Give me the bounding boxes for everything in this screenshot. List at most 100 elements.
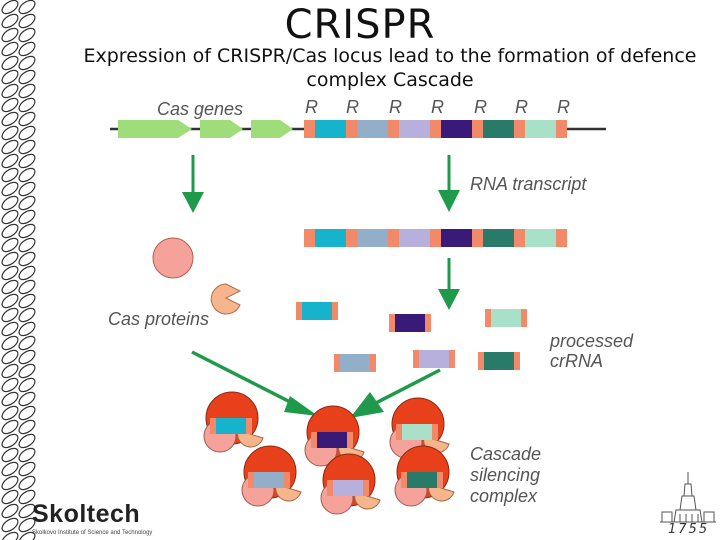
rope-link (18, 335, 36, 351)
spacer-segment (357, 229, 388, 247)
repeat-segment (388, 120, 399, 138)
processed-crrna-pieces (296, 302, 527, 372)
rope-link (18, 181, 36, 197)
rope-link (1, 531, 19, 540)
repeat-segment (346, 120, 357, 138)
crrna-repeat-end (514, 352, 520, 370)
crrna-repeat-end (485, 309, 491, 327)
cascade-crrna-end (311, 432, 317, 448)
cascade-crrna (407, 472, 437, 488)
rope-link (1, 489, 19, 505)
assembly-arrow-right-icon (350, 368, 441, 418)
rope-link (1, 237, 19, 253)
rope-link (18, 433, 36, 449)
rope-link (1, 0, 19, 15)
cascade-crrna-end (363, 480, 369, 496)
rope-link (1, 419, 19, 435)
rope-link (1, 167, 19, 183)
cas-genes-label: Cas genes (157, 99, 243, 119)
rope-link (1, 97, 19, 113)
cascade-crrna (216, 418, 246, 434)
cascade-complex (203, 391, 264, 453)
crrna-repeat-end (332, 302, 338, 320)
repeat-segment (556, 120, 567, 138)
rope-link (1, 293, 19, 309)
repeat-label: R (515, 97, 528, 117)
cascade-crrna (333, 480, 363, 496)
cas-proteins-label: Cas proteins (108, 309, 209, 329)
rope-link (18, 517, 36, 533)
rope-link (18, 307, 36, 323)
processed-crrna-label-1: processed (549, 331, 634, 351)
rope-link (1, 391, 19, 407)
repeat-segment (430, 120, 441, 138)
rope-link (1, 503, 19, 519)
rope-link (18, 237, 36, 253)
crrna-spacer (340, 354, 370, 372)
spacer-segment (399, 229, 430, 247)
decorative-border (1, 0, 36, 540)
rope-link (18, 0, 36, 15)
cascade-complexes (203, 391, 455, 515)
cascade-crrna-end (246, 418, 252, 434)
cascade-complex (304, 405, 365, 467)
rope-link (1, 139, 19, 155)
repeat-label: R (474, 97, 487, 117)
cas-protein-circle (152, 237, 194, 279)
rope-link (18, 195, 36, 211)
rope-link (18, 321, 36, 337)
rope-link (18, 363, 36, 379)
repeat-label: R (557, 97, 570, 117)
spacer-segment (525, 229, 556, 247)
rope-link (18, 55, 36, 71)
crrna-repeat-end (413, 350, 419, 368)
repeat-segment (472, 229, 483, 247)
crrna-repeat-end (449, 350, 455, 368)
rope-link (1, 209, 19, 225)
rope-link (18, 349, 36, 365)
cascade-crrna-end (396, 424, 402, 440)
rope-link (1, 125, 19, 141)
rope-link (18, 125, 36, 141)
rope-link (18, 447, 36, 463)
crrna-repeat-end (425, 314, 431, 332)
rope-link (1, 335, 19, 351)
logo-year: 1755 (668, 522, 710, 537)
rope-link (18, 503, 36, 519)
rope-link (18, 251, 36, 267)
spacer-segment (483, 229, 514, 247)
rope-link (1, 13, 19, 29)
rna-transcript-label: RNA transcript (470, 174, 587, 194)
crrna-repeat-end (296, 302, 302, 320)
rope-link (18, 139, 36, 155)
spacer-segment (315, 229, 346, 247)
rope-link (18, 265, 36, 281)
rope-link (1, 223, 19, 239)
cascade-crrna-end (401, 472, 407, 488)
rope-link (1, 111, 19, 127)
rope-link (1, 447, 19, 463)
crrna-repeat-end (521, 309, 527, 327)
cascade-crrna (317, 432, 347, 448)
rope-link (18, 13, 36, 29)
rope-link (1, 363, 19, 379)
spacer-segment (357, 120, 388, 138)
logo-tagline: Skolkovo Institute of Science and Techno… (32, 530, 153, 536)
cascade-crrna-end (284, 472, 290, 488)
cascade-complex (241, 445, 302, 507)
rope-link (18, 405, 36, 421)
spacer-segment (441, 229, 472, 247)
cas-gene-2 (200, 120, 243, 138)
rope-link (18, 27, 36, 43)
rope-link (1, 27, 19, 43)
rope-link (1, 405, 19, 421)
spacer-segment (483, 120, 514, 138)
rope-link (1, 153, 19, 169)
rope-link (1, 251, 19, 267)
university-building-icon (660, 472, 716, 523)
rope-link (1, 349, 19, 365)
crrna-repeat-end (370, 354, 376, 372)
rope-link (18, 83, 36, 99)
rope-link (1, 265, 19, 281)
crrna-spacer (395, 314, 425, 332)
